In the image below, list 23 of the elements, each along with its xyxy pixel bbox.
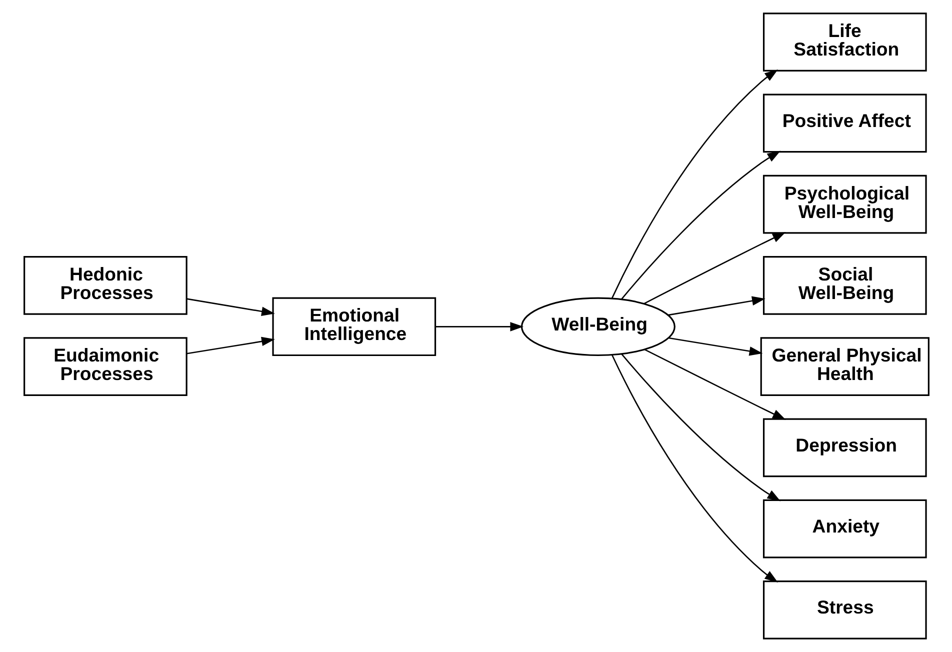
node-box: General Physical Health — [760, 337, 929, 396]
node-box: Positive Affect — [762, 94, 926, 153]
node-box: Eudaimonic Processes — [23, 337, 187, 396]
arrow — [435, 322, 524, 332]
node-box: Emotional Intelligence — [272, 297, 436, 356]
arrow — [186, 298, 274, 316]
node-box: Stress — [762, 580, 926, 640]
arrow — [186, 336, 274, 354]
arrow — [668, 296, 765, 316]
arrow — [620, 150, 780, 300]
node-ellipse: Well-Being — [520, 297, 675, 356]
node-box: Hedonic Processes — [23, 256, 187, 315]
node-box: Social Well-Being — [762, 256, 926, 315]
node-box: Depression — [762, 418, 926, 478]
arrow — [643, 232, 786, 304]
node-box: Psychological Well-Being — [762, 174, 926, 234]
arrow — [644, 348, 786, 420]
node-box: Anxiety — [762, 499, 926, 558]
arrow — [610, 70, 778, 298]
arrow — [620, 354, 780, 502]
arrow — [610, 354, 778, 582]
arrow — [668, 337, 762, 356]
node-box: Life Satisfaction — [762, 12, 926, 72]
